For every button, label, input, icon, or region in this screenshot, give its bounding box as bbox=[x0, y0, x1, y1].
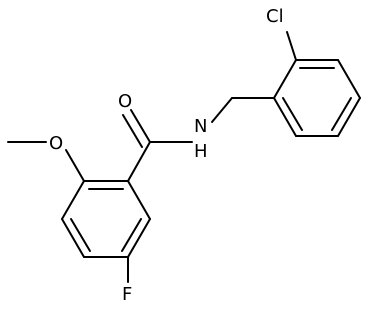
bond bbox=[337, 59, 361, 99]
ring-to-methoxy-o-bond bbox=[65, 149, 85, 182]
carbonyl-oxygen-label: O bbox=[118, 91, 132, 112]
bond bbox=[331, 97, 352, 131]
bond bbox=[282, 97, 303, 131]
chlorine-label: Cl bbox=[266, 6, 284, 27]
bond bbox=[127, 180, 151, 220]
carbonyl-double-bond bbox=[130, 109, 151, 143]
carbonyl-to-ring-bond bbox=[127, 141, 151, 182]
bond bbox=[121, 218, 142, 252]
fluorine-label: F bbox=[122, 284, 132, 305]
bond bbox=[127, 218, 151, 258]
bond bbox=[70, 218, 91, 252]
carbonyl-double-bond bbox=[122, 114, 143, 148]
bond bbox=[337, 97, 361, 137]
fluoromethoxyphenyl-ring bbox=[61, 180, 151, 258]
amide-hydrogen-label: H bbox=[194, 141, 208, 162]
bond bbox=[273, 97, 297, 137]
bond bbox=[61, 218, 85, 258]
c-cl-bond bbox=[286, 31, 297, 61]
nitrogen-label: N bbox=[194, 116, 207, 137]
chlorophenyl-ring bbox=[273, 59, 361, 137]
bond bbox=[273, 59, 297, 99]
ch2-to-n-bond bbox=[211, 97, 233, 123]
bond bbox=[61, 180, 85, 220]
methoxy-oxygen-label: O bbox=[49, 133, 63, 154]
